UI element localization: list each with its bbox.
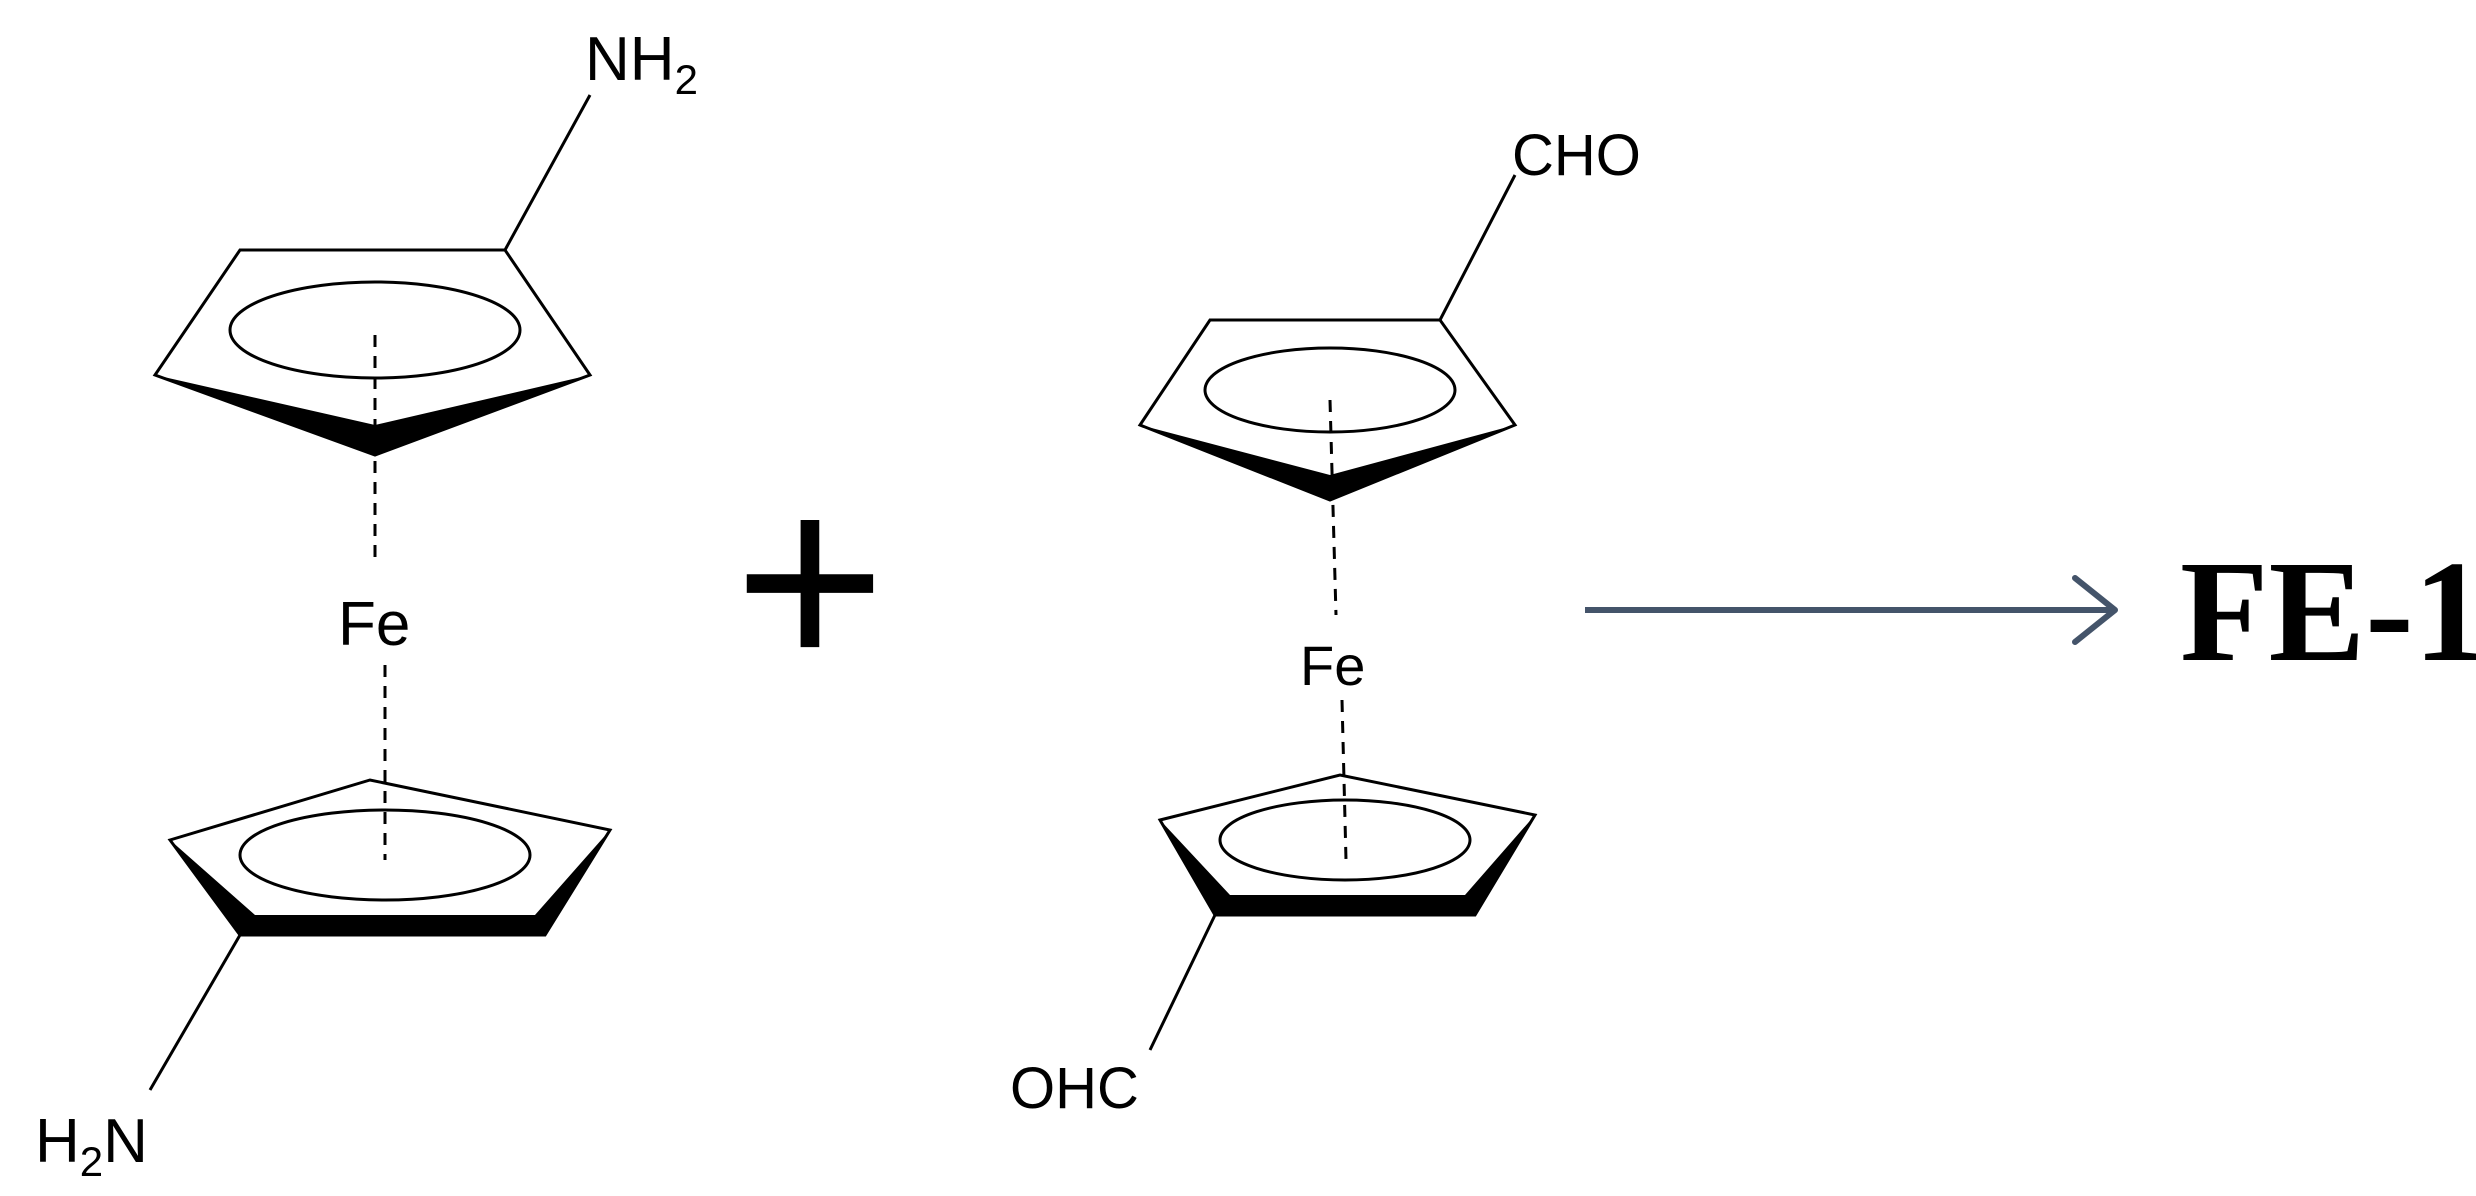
bond-to-h2n	[148, 934, 242, 1091]
ring-wedge-front	[1140, 425, 1515, 500]
ring-wedge-front	[170, 830, 610, 935]
molecule2-top-cp-ring	[1137, 174, 1518, 502]
molecule2-coordination-bottom	[1340, 699, 1348, 861]
bond-to-cho	[1438, 174, 1517, 321]
bond-to-ohc	[1148, 914, 1217, 1051]
aromatic-circle	[1203, 346, 1457, 434]
nh2-top-label: NH2	[585, 25, 698, 103]
reaction-arrow	[1585, 575, 2118, 645]
aromatic-circle	[1218, 798, 1472, 882]
molecule1-bottom-cp-ring	[148, 778, 613, 1091]
molecule1-fe-label: Fe	[338, 590, 410, 659]
ohc-bottom-label: OHC	[1010, 1056, 1139, 1121]
product-label: FE-1	[2180, 532, 2476, 692]
ring-wedge-front	[1160, 815, 1535, 915]
molecule2-bottom-cp-ring	[1148, 773, 1538, 1051]
ferrocenedicarboxaldehyde-molecule: CHO Fe OHC	[1010, 123, 1641, 1121]
arrow-head	[2072, 575, 2118, 645]
bond-to-nh2	[503, 94, 592, 251]
plus-sign: +	[734, 436, 886, 726]
aromatic-circle	[238, 808, 532, 902]
molecule1-top-cp-ring	[152, 94, 593, 457]
diaminoferrocene-molecule: NH2 Fe H2N	[35, 25, 698, 1185]
ring-wedge-front	[155, 375, 590, 455]
cho-top-label: CHO	[1512, 123, 1641, 188]
molecule2-coordination-top	[1328, 399, 1338, 616]
h2n-bottom-label: H2N	[35, 1107, 148, 1185]
molecule2-fe-label: Fe	[1300, 634, 1365, 697]
